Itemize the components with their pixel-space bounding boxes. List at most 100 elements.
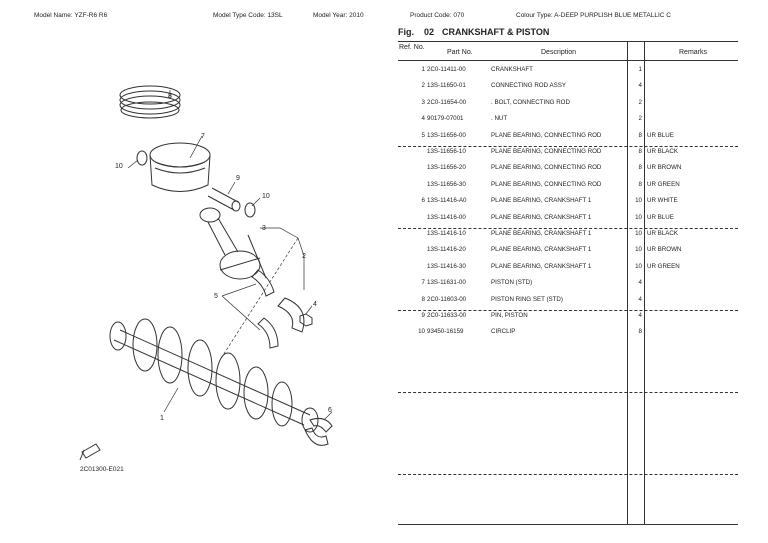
quantity-cell: 2 (638, 98, 642, 106)
quantity-cell: 4 (638, 312, 642, 319)
leader-line-10a (127, 159, 139, 169)
ref-no-cell: 4 (421, 115, 425, 123)
description-cell: PISTON (STD) (491, 279, 533, 287)
leader-line-2 (297, 237, 305, 290)
callout-9: 9 (236, 175, 240, 182)
crankshaft-bearings (304, 418, 333, 446)
quantity-cell: 8 (638, 148, 642, 155)
conrod-bearing-lower (257, 317, 279, 349)
conrod-bearing-upper (251, 269, 275, 297)
circlip-right (244, 202, 256, 218)
part-no-cell: 2C0-11633-00 (427, 312, 467, 319)
leader-line-10b (251, 197, 261, 207)
description-cell: PLANE BEARING, CONNECTING ROD (491, 148, 602, 155)
quantity-cell: 8 (638, 164, 642, 172)
ref-no-cell: 1 (421, 66, 425, 73)
part-no-cell: 13S-11631-00 (427, 279, 466, 287)
remarks-cell: UR GREEN (647, 180, 680, 188)
table-row: 13S-11656-20 PLANE BEARING, CONNECTING RO… (398, 160, 738, 176)
leader-line-5 (221, 283, 261, 331)
quantity-cell: 8 (638, 131, 642, 139)
ref-no-cell: 10 (418, 328, 425, 336)
ref-no-cell: 3 (421, 98, 425, 106)
leader-line-1 (163, 387, 179, 413)
remarks-cell: UR BROWN (647, 246, 682, 254)
table-row: 13S-11656-10 PLANE BEARING, CONNECTING RO… (398, 144, 738, 160)
crankshaft (109, 318, 319, 433)
group-separator (398, 310, 738, 311)
part-no-cell: 2C0-11411-00 (427, 66, 466, 73)
ref-no-cell: 2 (421, 82, 425, 90)
quantity-cell: 8 (638, 328, 642, 336)
description-cell: PLANE BEARING, CONNECTING ROD (491, 180, 602, 188)
model-type-code: Model Type Code: 13SL (213, 12, 283, 19)
connecting-rod-cap (277, 297, 305, 333)
part-no-cell: 13S-11416-30 (427, 262, 466, 270)
col-divider-qty-left (627, 42, 628, 524)
remarks-cell: UR BLACK (647, 148, 678, 155)
quantity-cell: 4 (638, 82, 642, 90)
ref-no-cell: 6 (421, 197, 425, 205)
part-no-cell: 13S-11656-30 (427, 180, 466, 188)
callout-8: 8 (168, 93, 172, 100)
header-rule (398, 60, 738, 61)
connecting-rod (199, 207, 261, 280)
part-no-cell: 2C0-11603-00 (427, 295, 467, 303)
part-no-cell: 13S-11656-00 (427, 131, 466, 139)
description-cell: PLANE BEARING, CRANKSHAFT 1 (491, 213, 592, 221)
group-separator (398, 392, 738, 393)
table-row: 13S-11656-30 PLANE BEARING, CONNECTING RO… (398, 177, 738, 193)
callout-6: 6 (328, 407, 332, 414)
callout-1: 1 (160, 415, 164, 422)
remarks-cell: UR BROWN (647, 164, 682, 172)
remarks-cell: UR GREEN (647, 262, 680, 270)
quantity-cell: 10 (635, 262, 642, 270)
description-cell: PLANE BEARING, CRANKSHAFT 1 (491, 230, 592, 237)
figure-number: 02 (424, 27, 435, 37)
callout-10-right: 10 (262, 193, 270, 200)
leader-line-3 (260, 227, 299, 239)
quantity-cell: 10 (635, 246, 642, 254)
connecting-rod-bolt (247, 234, 267, 279)
circlip-left (136, 150, 148, 166)
front-direction-icon (79, 443, 101, 461)
description-cell: PLANE BEARING, CONNECTING ROD (491, 164, 602, 172)
description-cell: . BOLT, CONNECTING ROD (491, 98, 570, 106)
part-no-cell: 90179-07001 (427, 115, 464, 123)
quantity-cell: 8 (638, 180, 642, 188)
part-no-cell: 13S-11416-20 (427, 246, 466, 254)
leader-line-9 (227, 181, 236, 195)
exploded-parts-diagram: 8 7 10 9 10 3 2 5 4 1 6 (79, 85, 333, 461)
part-no-cell: 13S-11650-01 (427, 82, 466, 90)
group-separator (398, 146, 738, 147)
description-cell: . NUT (491, 115, 508, 123)
remarks-cell: UR BLUE (647, 131, 674, 139)
header-remarks: Remarks (679, 49, 708, 56)
description-cell: CONNECTING ROD ASSY (491, 82, 566, 90)
figure-label: Fig. (398, 27, 414, 37)
description-cell: PLANE BEARING, CONNECTING ROD (491, 131, 602, 139)
header-description: Description (541, 49, 577, 56)
quantity-cell: 10 (635, 230, 642, 237)
header-part-no: Part No. (447, 49, 473, 56)
quantity-cell: 10 (635, 213, 642, 221)
part-no-cell: 13S-11656-10 (427, 148, 466, 155)
description-cell: PLANE BEARING, CRANKSHAFT 1 (491, 197, 592, 205)
part-no-cell: 93450-16159 (427, 328, 464, 336)
diagram-code: 2C01300-E021 (80, 466, 124, 473)
part-no-cell: 13S-11656-20 (427, 164, 466, 172)
callout-3: 3 (262, 225, 266, 232)
remarks-cell: UR WHITE (647, 197, 678, 205)
ref-no-cell: 7 (421, 279, 425, 287)
callout-4: 4 (313, 301, 317, 308)
header-ref-no: Ref. No. (399, 44, 425, 51)
